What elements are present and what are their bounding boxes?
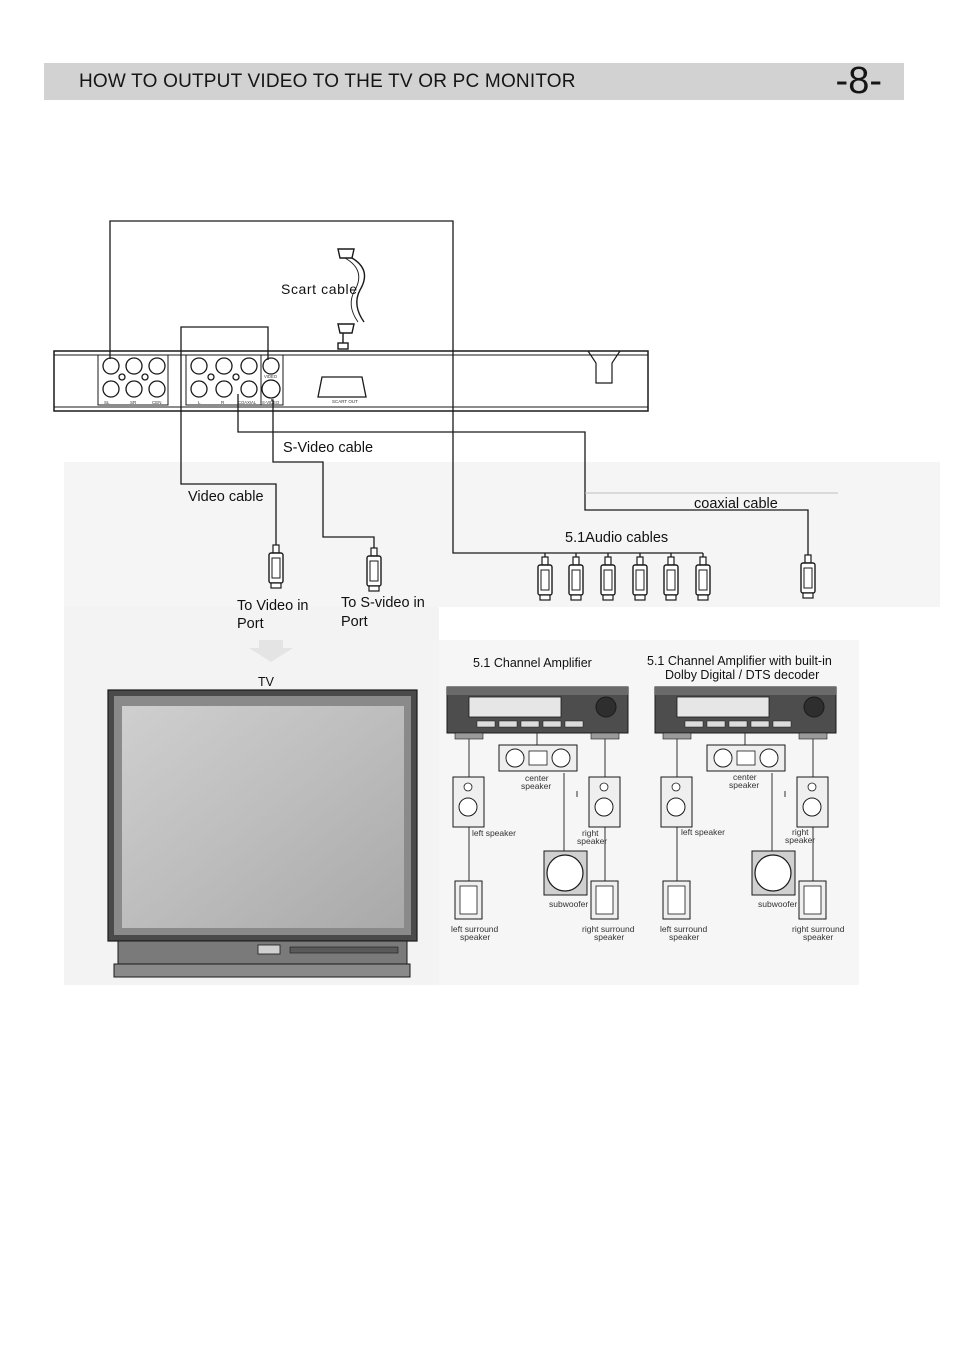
amp2-sub-label: subwoofer bbox=[758, 899, 797, 909]
port-label-coaxial: COAXIAL bbox=[238, 400, 257, 405]
amp2-center-label-1: center bbox=[733, 772, 757, 782]
video-in-label-line2: Port bbox=[237, 616, 264, 632]
port-label-svideo: S-VIDEO bbox=[262, 400, 280, 405]
amp1-left-surround-label-1: left surround bbox=[451, 924, 499, 934]
amp2-right-surround-label-2: speaker bbox=[803, 932, 833, 942]
amp1-center-label-2: speaker bbox=[521, 781, 551, 791]
port-label-cen: CEN bbox=[152, 400, 162, 405]
coaxial-cable-label: coaxial cable bbox=[694, 496, 778, 512]
svideo-in-label-line2: Port bbox=[341, 614, 368, 630]
amp1-right-label-2: speaker bbox=[577, 836, 607, 846]
tv-set bbox=[107, 689, 418, 978]
page-title: HOW TO OUTPUT VIDEO TO THE TV OR PC MONI… bbox=[79, 71, 576, 92]
scart-cable-label: Scart cable bbox=[281, 281, 358, 297]
amp2-right-label-2: speaker bbox=[785, 835, 815, 845]
svideo-in-label-line1: To S-video in bbox=[341, 595, 425, 611]
amp2-left-label: left speaker bbox=[681, 827, 725, 837]
amp2-right-label-1: right bbox=[792, 827, 809, 837]
amp2-left-surround-label-2: speaker bbox=[669, 932, 699, 942]
port-label-l: L bbox=[198, 400, 201, 405]
port-label-video: VIDEO bbox=[264, 374, 278, 379]
amp2-title-line2: Dolby Digital / DTS decoder bbox=[665, 668, 819, 682]
dvd-rear-panel: SL SR CEN L R COAXIAL VIDEO S-VIDEO SCAR… bbox=[53, 350, 649, 412]
video-cable-label: Video cable bbox=[188, 489, 264, 505]
video-in-label-line1: To Video in bbox=[237, 598, 308, 614]
port-label-sl: SL bbox=[104, 400, 110, 405]
amp1-right-label-1: right bbox=[582, 828, 599, 838]
amp1-center-label-1: center bbox=[525, 773, 549, 783]
amp2-center-label-2: speaker bbox=[729, 780, 759, 790]
cable-lines bbox=[109, 220, 809, 558]
tv-label: TV bbox=[258, 675, 275, 689]
amp1-left-label: left speaker bbox=[472, 828, 516, 838]
amp2-right-surround-label-1: right surround bbox=[792, 924, 845, 934]
amp2-title-line1: 5.1 Channel Amplifier with built-in bbox=[647, 654, 832, 668]
amp1-right-surround-label-1: right surround bbox=[582, 924, 635, 934]
amp1-title: 5.1 Channel Amplifier bbox=[473, 656, 592, 670]
amp1-left-surround-label-2: speaker bbox=[460, 932, 490, 942]
port-label-r: R bbox=[221, 400, 225, 405]
port-label-sr: SR bbox=[130, 400, 137, 405]
arrow-down-icon bbox=[249, 640, 293, 662]
audio-cables-label: 5.1Audio cables bbox=[565, 530, 668, 546]
amp2-left-surround-label-1: left surround bbox=[660, 924, 708, 934]
svideo-cable-label: S-Video cable bbox=[283, 440, 373, 456]
scart-out-label: SCART OUT bbox=[332, 399, 358, 404]
cable-area-backdrop bbox=[64, 462, 940, 607]
page-number: -8- bbox=[835, 60, 882, 102]
tv-screen bbox=[122, 706, 404, 928]
page-header: HOW TO OUTPUT VIDEO TO THE TV OR PC MONI… bbox=[44, 60, 904, 102]
scart-cable bbox=[337, 248, 366, 350]
amp1-sub-label: subwoofer bbox=[549, 899, 588, 909]
amp1-right-surround-label-2: speaker bbox=[594, 932, 624, 942]
